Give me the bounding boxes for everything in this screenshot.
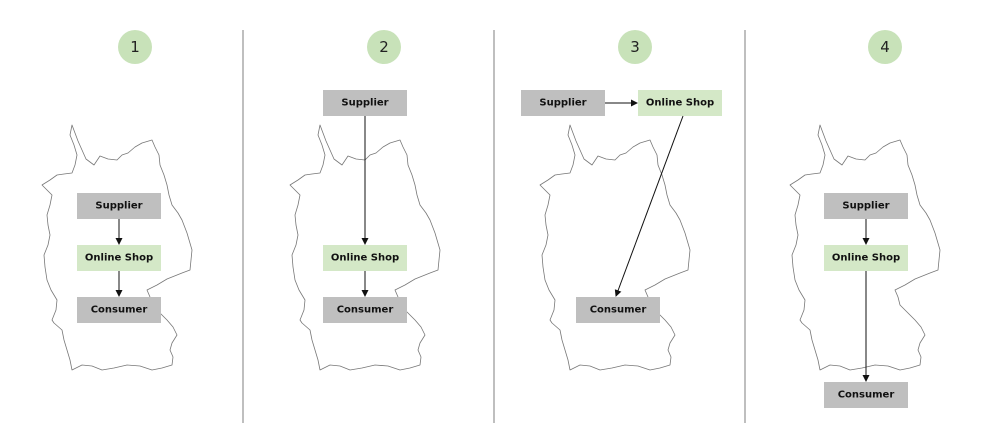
supplier-label: Supplier: [341, 98, 388, 109]
supplier-box: [323, 90, 407, 116]
arrow: [614, 115, 684, 297]
consumer-label: Consumer: [590, 305, 647, 316]
consumer-box: [576, 297, 660, 323]
online-shop-box: [323, 245, 407, 271]
panel-1: 1 Supplier Online Shop Consumer: [41, 30, 193, 371]
online-shop-label: Online Shop: [646, 98, 714, 109]
online-shop-label: Online Shop: [85, 253, 153, 264]
online-shop-label: Online Shop: [331, 253, 399, 264]
step-number: 4: [880, 38, 890, 56]
panel-3: 3 Supplier Online Shop Consumer: [521, 30, 722, 371]
online-shop-box: [77, 245, 161, 271]
supplier-box: [521, 90, 605, 116]
online-shop-box: [824, 245, 908, 271]
supplier-label: Supplier: [95, 201, 142, 212]
supplier-label: Supplier: [539, 98, 586, 109]
consumer-label: Consumer: [838, 390, 895, 401]
consumer-label: Consumer: [91, 305, 148, 316]
step-number: 1: [130, 38, 140, 56]
online-shop-label: Online Shop: [832, 253, 900, 264]
supplier-box: [824, 193, 908, 219]
consumer-label: Consumer: [337, 305, 394, 316]
step-badge: [118, 30, 152, 64]
panel-2: 2 Supplier Online Shop Consumer: [289, 30, 441, 371]
online-shop-box: [638, 90, 722, 116]
consumer-box: [824, 382, 908, 408]
consumer-box: [77, 297, 161, 323]
step-badge: [618, 30, 652, 64]
germany-map: [539, 124, 691, 371]
supplier-box: [77, 193, 161, 219]
step-number: 2: [379, 38, 389, 56]
supplier-label: Supplier: [842, 201, 889, 212]
step-badge: [868, 30, 902, 64]
step-badge: [367, 30, 401, 64]
consumer-box: [323, 297, 407, 323]
step-number: 3: [630, 38, 640, 56]
panel-4: 4 Supplier Online Shop Consumer: [789, 30, 941, 408]
